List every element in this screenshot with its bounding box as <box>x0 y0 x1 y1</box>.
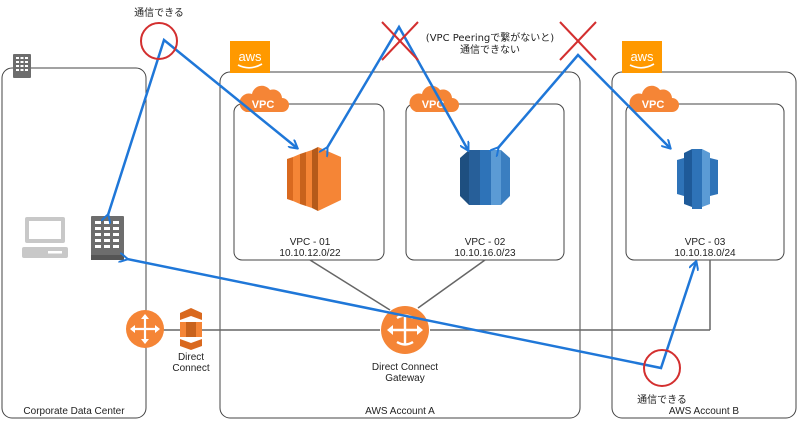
traffic-arrows <box>108 24 696 370</box>
annotation-ng-line1: (VPC Peeringで繋がないと) <box>426 31 554 44</box>
corporate-building-icon <box>13 54 31 78</box>
vpc-01-name: VPC - 01 <box>290 237 331 248</box>
aws-account-b-group: AWS Account B <box>611 71 797 419</box>
ec2-instance-icon <box>287 147 341 211</box>
direct-connect-icon <box>180 308 202 350</box>
aws-logo-icon: aws <box>230 41 270 73</box>
ng-cross-right <box>559 21 597 61</box>
ok-circle-bottom <box>643 349 681 387</box>
customer-router-icon <box>126 310 164 348</box>
vpc-03-cidr: 10.10.18.0/24 <box>674 248 736 259</box>
link-vpc01-to-dxgw <box>309 259 391 311</box>
svg-text:VPC: VPC <box>252 99 275 111</box>
laptop-icon <box>22 217 68 258</box>
arrow-onprem-to-redshift <box>127 259 696 370</box>
arrow-rds-to-redshift-blocked <box>498 53 670 148</box>
arrow-ec2-to-rds-blocked <box>327 24 468 150</box>
svg-text:aws: aws <box>630 49 654 64</box>
vpc-02-cidr: 10.10.16.0/23 <box>454 248 516 259</box>
annotation-ok-top: 通信できる <box>134 7 184 19</box>
aws-account-a-label: AWS Account A <box>365 406 435 417</box>
vpc-01-cidr: 10.10.12.0/22 <box>279 248 341 259</box>
annotation-ok-bottom: 通信できる <box>637 394 687 406</box>
vpc-03-name: VPC - 03 <box>685 237 726 248</box>
vpc-cloud-icon: VPC <box>239 85 289 112</box>
svg-text:VPC: VPC <box>642 99 665 111</box>
svg-text:aws: aws <box>238 49 262 64</box>
on-premises-server-icon <box>91 216 124 260</box>
ng-cross-left <box>381 21 419 61</box>
vpc-02-name: VPC - 02 <box>465 237 506 248</box>
link-vpc02-to-dxgw <box>417 259 486 309</box>
aws-logo-icon: aws <box>622 41 662 73</box>
aws-account-b-label: AWS Account B <box>669 406 740 417</box>
dx-gateway-label-line1: Direct Connect <box>372 362 438 373</box>
annotation-ng-line2: 通信できない <box>460 44 520 56</box>
vpc-03-box: VPC - 03 10.10.18.0/24 <box>625 103 785 261</box>
rds-database-icon <box>460 150 510 205</box>
vpc-cloud-icon: VPC <box>629 85 679 112</box>
direct-connect-label-line2: Connect <box>172 363 209 374</box>
vpc-cloud-icon: VPC <box>409 85 459 112</box>
arrow-onprem-to-ec2 <box>108 37 297 215</box>
corporate-data-center-group: Corporate Data Center <box>1 67 147 419</box>
dx-gateway-label-line2: Gateway <box>385 373 424 384</box>
direct-connect-label-line1: Direct <box>178 352 204 363</box>
ok-circle-top <box>140 22 178 60</box>
aws-account-a-group: AWS Account A <box>219 71 581 419</box>
corporate-data-center-label: Corporate Data Center <box>23 406 125 417</box>
redshift-icon <box>677 149 718 209</box>
svg-text:VPC: VPC <box>422 99 445 111</box>
